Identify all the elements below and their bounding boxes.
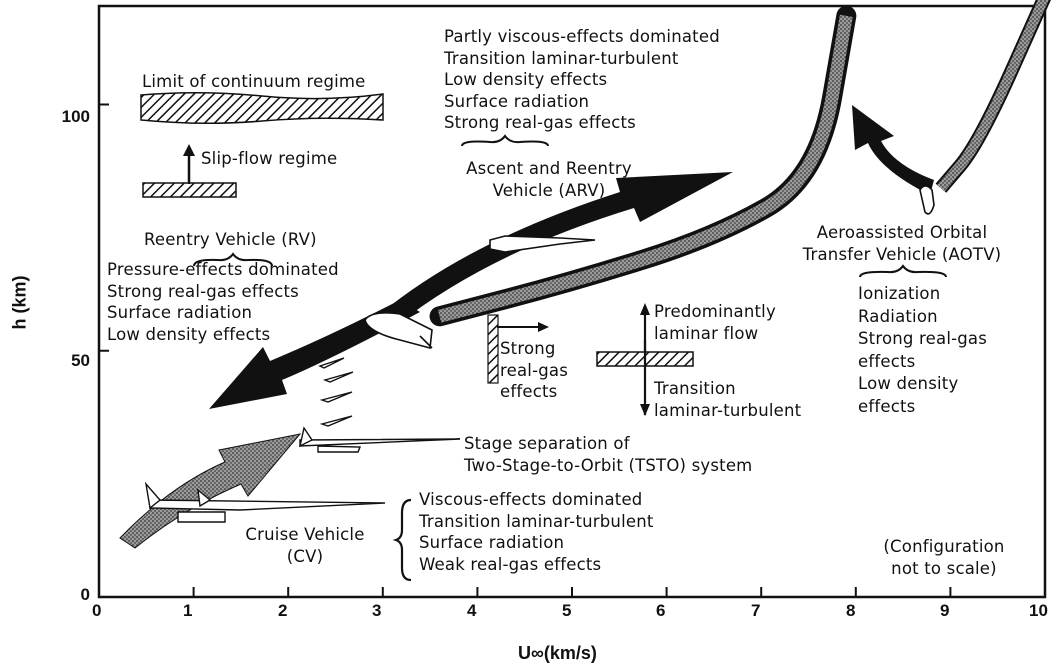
aotv-effects: Ionization Radiation Strong real-gas eff… (858, 283, 987, 418)
x-tick-label: 2 (278, 601, 288, 620)
continuum-limit-band (140, 91, 384, 125)
x-tick-label: 6 (656, 601, 666, 620)
x-tick-label: 3 (372, 601, 382, 620)
aotv-name-line: Transfer Vehicle (AOTV) (802, 244, 1002, 264)
trajectory-rv-tube (437, 14, 853, 323)
realgas-wall (487, 314, 499, 384)
scale-note-line: (Configuration (883, 537, 1005, 556)
arv-brace (461, 134, 549, 147)
aotv-brace (859, 264, 947, 278)
aotv-name-line: Aeroassisted Orbital (816, 223, 988, 242)
aotv-effect: Radiation (858, 306, 938, 326)
y-tick-label: 0 (80, 585, 90, 604)
cv-effect: Transition laminar-turbulent (419, 511, 654, 531)
scale-note: (Configuration not to scale) (836, 536, 1052, 579)
x-tick-label: 10 (1029, 601, 1048, 620)
arv-name-line: Vehicle (ARV) (492, 180, 606, 200)
cv-brace (392, 498, 412, 582)
rv-descent-arrow (209, 300, 420, 409)
realgas-line: real-gas (500, 360, 569, 380)
x-tick-label: 9 (940, 601, 950, 620)
arv-name: Ascent and Reentry Vehicle (ARV) (436, 158, 662, 201)
x-tick-label: 8 (846, 601, 856, 620)
rv-brace (193, 252, 273, 267)
laminar-line: laminar flow (654, 323, 759, 343)
laminar-label: Predominantly laminar flow (654, 301, 776, 344)
x-tick-label: 0 (92, 601, 102, 620)
x-tick-label: 5 (562, 601, 572, 620)
realgas-line: effects (500, 382, 558, 401)
x-tick-label: 7 (751, 601, 761, 620)
rv-name: Reentry Vehicle (RV) (144, 230, 317, 249)
arv-ascent-arrow (380, 172, 733, 324)
slip-flow-bar (142, 182, 237, 198)
rv-effect: Surface radiation (107, 303, 253, 322)
arv-name-line: Ascent and Reentry (466, 159, 632, 178)
arv-effects: Partly viscous-effects dominated Transit… (444, 26, 720, 134)
arv-vehicle (489, 235, 596, 253)
slip-flow-label: Slip-flow regime (201, 149, 338, 168)
x-tick-label: 4 (467, 601, 477, 620)
realgas-arrowhead (538, 322, 549, 332)
aotv-effect: Strong real-gas (858, 329, 988, 348)
arv-effect: Low density effects (444, 70, 608, 89)
scale-note-line: not to scale) (891, 558, 997, 578)
cv-name: Cruise Vehicle (CV) (222, 524, 388, 567)
continuum-limit-label: Limit of continuum regime (142, 72, 366, 91)
arv-effect: Partly viscous-effects dominated (444, 27, 720, 46)
y-tick-label: 50 (71, 351, 90, 370)
laminar-line: Predominantly (654, 302, 776, 321)
arv-effect: Strong real-gas effects (444, 113, 636, 132)
transition-arrowhead-down (640, 404, 650, 416)
tsto-line: Two-Stage-to-Orbit (TSTO) system (464, 455, 753, 475)
laminar-arrowhead-up (640, 303, 650, 315)
transition-label: Transition laminar-turbulent (654, 378, 801, 421)
aotv-effect: Ionization (858, 284, 941, 303)
rv-effect: Strong real-gas effects (107, 281, 299, 301)
cv-name-line: Cruise Vehicle (245, 525, 365, 544)
aotv-arrow (852, 105, 934, 195)
y-tick-label: 100 (61, 107, 90, 126)
aotv-effect: effects (858, 396, 916, 416)
tsto-vehicle (298, 357, 461, 453)
realgas-line: Strong (500, 339, 556, 358)
rv-effects: Pressure-effects dominated Strong real-g… (107, 259, 339, 345)
aotv-effect: Low density (858, 374, 959, 393)
arv-effect: Transition laminar-turbulent (444, 48, 679, 68)
cv-effects: Viscous-effects dominated Transition lam… (419, 489, 654, 575)
cv-vehicle (144, 481, 386, 523)
cv-name-line: (CV) (286, 546, 324, 566)
aotv-name: Aeroassisted Orbital Transfer Vehicle (A… (758, 222, 1046, 265)
transition-line: laminar-turbulent (654, 400, 802, 420)
y-axis-title: h (km) (9, 275, 30, 330)
arv-effect: Surface radiation (444, 91, 590, 111)
tsto-line: Stage separation of (464, 434, 630, 453)
aotv-effect: effects (858, 351, 916, 371)
rv-effect: Pressure-effects dominated (107, 260, 339, 279)
tsto-label: Stage separation of Two-Stage-to-Orbit (… (464, 433, 752, 476)
x-tick-label: 1 (183, 601, 193, 620)
cv-effect: Viscous-effects dominated (419, 490, 643, 509)
cv-effect: Weak real-gas effects (419, 554, 602, 574)
cv-effect: Surface radiation (419, 533, 565, 552)
x-tick-marks (98, 587, 1046, 597)
x-axis-title: U∞(km/s) (518, 643, 597, 663)
rv-effect: Low density effects (107, 324, 271, 344)
strong-realgas-label: Strong real-gas effects (500, 338, 568, 403)
transition-line: Transition (654, 379, 736, 398)
y-tick-marks (99, 103, 109, 598)
aotv-vehicle (919, 185, 935, 215)
rv-vehicle (364, 312, 433, 350)
trajectory-aotv-tube (937, 0, 1049, 192)
slip-flow-arrowhead (183, 144, 195, 156)
